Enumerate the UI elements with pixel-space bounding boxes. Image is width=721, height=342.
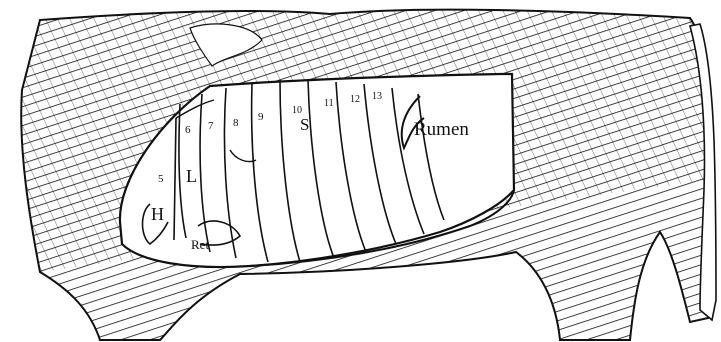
label-reticulum: Ret bbox=[191, 238, 209, 251]
rib-number-13: 13 bbox=[372, 92, 382, 102]
label-rumen: Rumen bbox=[414, 120, 469, 139]
rib-number-7: 7 bbox=[208, 121, 214, 132]
label-liver: L bbox=[186, 167, 197, 185]
rib-number-10: 10 bbox=[292, 106, 302, 116]
rib-number-12: 12 bbox=[350, 95, 360, 105]
label-heart: H bbox=[151, 205, 164, 223]
rib-number-11: 11 bbox=[324, 99, 334, 109]
label-spleen: S bbox=[300, 116, 309, 133]
rib-number-6: 6 bbox=[185, 125, 191, 136]
rib-number-5: 5 bbox=[158, 174, 164, 185]
rib-number-9: 9 bbox=[258, 112, 264, 123]
rib-number-8: 8 bbox=[233, 118, 239, 129]
